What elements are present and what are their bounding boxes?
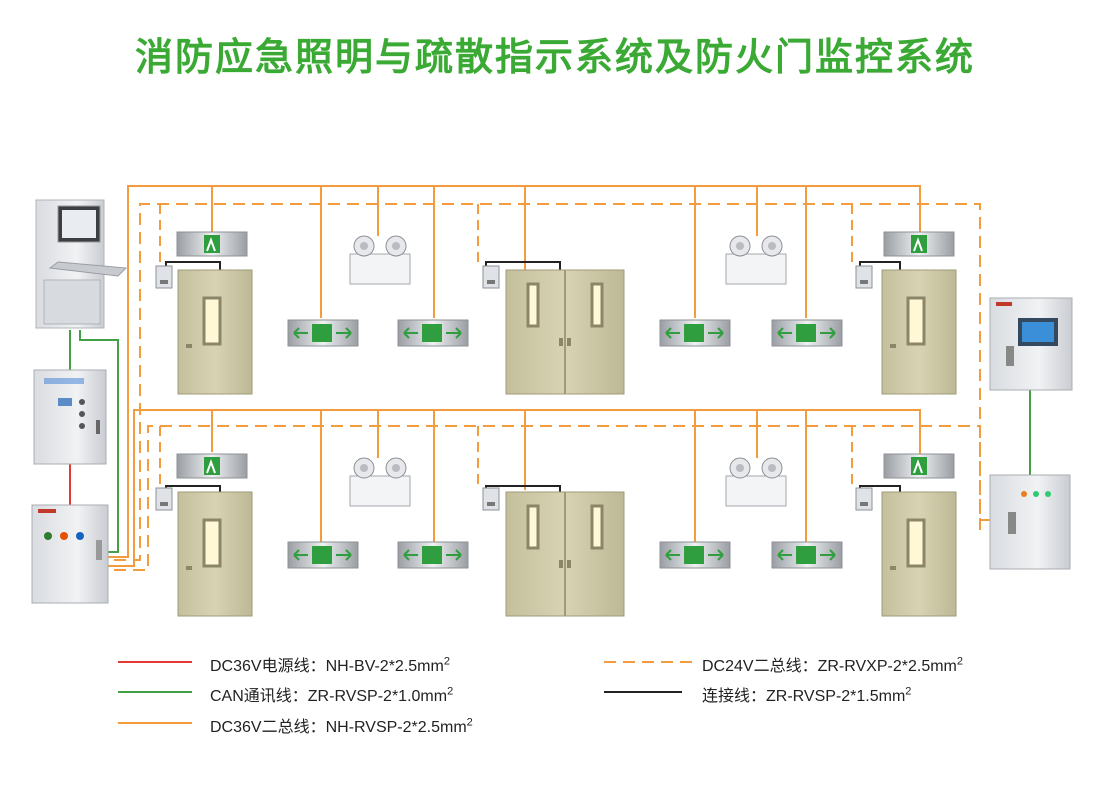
wiring-bottom-floor (108, 409, 981, 571)
exit-sign-icon (883, 231, 955, 257)
dc24v-bus-drops-bottom (159, 426, 853, 490)
door-monitor-module-icon (482, 265, 500, 289)
direction-arrow-sign-icon (287, 319, 359, 347)
device-layer (155, 231, 957, 617)
single-fire-door-icon (177, 269, 253, 395)
legend-label-dc24v-bus: DC24V二总线：ZR-RVXP-2*2.5mm2 (702, 655, 963, 675)
link-line-top-1 (165, 261, 221, 272)
direction-arrow-sign-icon (771, 319, 843, 347)
page-title: 消防应急照明与疏散指示系统及防火门监控系统 (134, 35, 975, 79)
direction-arrow-sign-icon (771, 541, 843, 569)
distribution-box-icon (31, 504, 109, 604)
legend-label-link: 连接线：ZR-RVSP-2*1.5mm2 (702, 685, 912, 705)
double-fire-door-icon (505, 491, 625, 617)
door-monitor-host-icon (989, 297, 1073, 391)
dc24v-bus-line-bottom (114, 425, 981, 571)
legend-label-dc36v-bus: DC36V二总线：NH-RVSP-2*2.5mm2 (210, 716, 473, 736)
twin-head-emergency-light-icon (725, 457, 787, 507)
single-fire-door-icon (881, 491, 957, 617)
direction-arrow-sign-icon (397, 319, 469, 347)
direction-arrow-sign-icon (397, 541, 469, 569)
door-monitor-module-icon (155, 487, 173, 511)
direction-arrow-sign-icon (287, 541, 359, 569)
dc36v-bus-drops-top (211, 186, 807, 318)
single-fire-door-icon (881, 269, 957, 395)
single-fire-door-icon (177, 491, 253, 617)
twin-head-emergency-light-icon (349, 457, 411, 507)
door-monitor-module-icon (482, 487, 500, 511)
dc36v-bus-drops-bottom (211, 410, 807, 552)
twin-head-emergency-light-icon (725, 235, 787, 285)
can-line-host-to-box (79, 330, 119, 553)
wiring-top-floor (108, 185, 990, 561)
legend-label-can: CAN通讯线：ZR-RVSP-2*1.0mm2 (210, 685, 454, 705)
exit-sign-icon (176, 231, 248, 257)
double-fire-door-icon (505, 269, 625, 395)
door-monitor-module-icon (855, 265, 873, 289)
link-line-top-3 (859, 261, 901, 272)
direction-arrow-sign-icon (659, 541, 731, 569)
link-line-top-2 (485, 261, 561, 272)
exit-sign-icon (176, 453, 248, 479)
left-connections (69, 330, 1031, 553)
direction-arrow-sign-icon (659, 319, 731, 347)
door-power-supply-icon (989, 474, 1071, 570)
door-monitor-module-icon (855, 487, 873, 511)
twin-head-emergency-light-icon (349, 235, 411, 285)
exit-sign-icon (883, 453, 955, 479)
dc24v-bus-line-top (114, 203, 990, 561)
dc24v-bus-drops-top (159, 204, 853, 268)
monitoring-host-icon (35, 199, 128, 329)
power-cabinet-icon (33, 369, 107, 465)
legend-label-dc36v-power: DC36V电源线：NH-BV-2*2.5mm2 (210, 655, 450, 675)
legend-lines (118, 661, 694, 724)
door-monitor-module-icon (155, 265, 173, 289)
